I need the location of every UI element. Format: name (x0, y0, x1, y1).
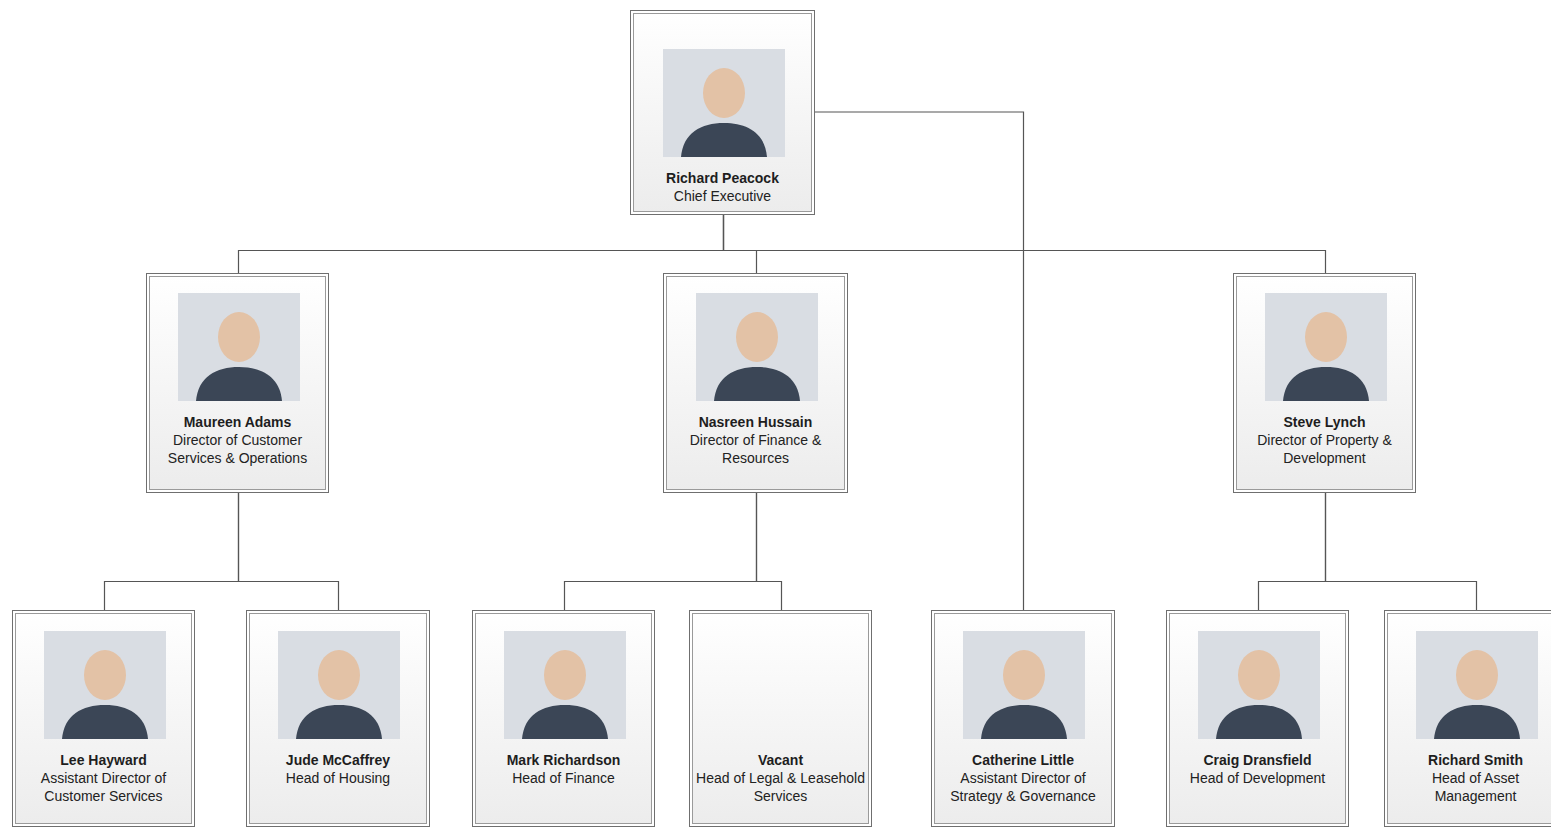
person-box: Richard PeacockChief Executive (630, 10, 815, 215)
text-group: Jude McCaffreyHead of Housing (253, 751, 423, 787)
photo-background (278, 631, 400, 739)
portrait-photo (1265, 293, 1387, 401)
photo-shoulders (62, 705, 148, 739)
text-group: Nasreen HussainDirector of Finance & Res… (670, 413, 841, 467)
portrait-photo (663, 49, 785, 157)
photo-background (178, 293, 300, 401)
photo-head (703, 68, 745, 118)
person-name: Steve Lynch (1240, 413, 1409, 431)
photo-background (1416, 631, 1538, 739)
photo-background (1198, 631, 1320, 739)
photo-head (1003, 650, 1045, 700)
reporting-line (1259, 493, 1326, 610)
text-group: Mark RichardsonHead of Finance (479, 751, 648, 787)
person-name: Vacant (696, 751, 865, 769)
photo-head (318, 650, 360, 700)
portrait-photo (1416, 631, 1538, 739)
photo-shoulders (714, 367, 800, 401)
person-box: Lee HaywardAssistant Director of Custome… (12, 610, 195, 827)
photo-background (696, 293, 818, 401)
photo-shoulders (1216, 705, 1302, 739)
photo-shoulders (296, 705, 382, 739)
portrait-photo (44, 631, 166, 739)
person-name: Richard Peacock (637, 169, 808, 187)
portrait-photo (278, 631, 400, 739)
photo-background (44, 631, 166, 739)
portrait-photo (963, 631, 1085, 739)
text-group: Lee HaywardAssistant Director of Custome… (19, 751, 188, 805)
person-box: Nasreen HussainDirector of Finance & Res… (663, 273, 848, 493)
text-group: Steve LynchDirector of Property & Develo… (1240, 413, 1409, 467)
person-box: Mark RichardsonHead of Finance (472, 610, 655, 827)
person-box: Steve LynchDirector of Property & Develo… (1233, 273, 1416, 493)
person-name: Craig Dransfield (1173, 751, 1342, 769)
portrait-photo (1198, 631, 1320, 739)
portrait-photo (504, 631, 626, 739)
photo-head (218, 312, 260, 362)
reporting-line (565, 493, 757, 610)
job-title: Director of Finance & Resources (670, 431, 841, 467)
text-group: Maureen AdamsDirector of Customer Servic… (153, 413, 322, 467)
person-box: Richard SmithHead of Asset Management (1384, 610, 1551, 827)
person-name: Lee Hayward (19, 751, 188, 769)
job-title: Chief Executive (637, 187, 808, 205)
person-name: Catherine Little (938, 751, 1108, 769)
photo-shoulders (196, 367, 282, 401)
job-title: Director of Property & Development (1240, 431, 1409, 467)
job-title: Director of Customer Services & Operatio… (153, 431, 322, 467)
photo-head (736, 312, 778, 362)
reporting-line (1326, 493, 1477, 610)
photo-shoulders (522, 705, 608, 739)
photo-background (663, 49, 785, 157)
text-group: Catherine LittleAssistant Director of St… (938, 751, 1108, 805)
reporting-line (105, 493, 239, 610)
job-title: Assistant Director of Customer Services (19, 769, 188, 805)
reporting-line (724, 215, 1326, 273)
person-box: Jude McCaffreyHead of Housing (246, 610, 430, 827)
reporting-line (724, 215, 757, 273)
person-box: VacantHead of Legal & Leasehold Services (689, 610, 872, 827)
text-group: VacantHead of Legal & Leasehold Services (696, 751, 865, 805)
portrait-photo (696, 293, 818, 401)
text-group: Richard SmithHead of Asset Management (1391, 751, 1551, 805)
photo-head (1305, 312, 1347, 362)
person-name: Maureen Adams (153, 413, 322, 431)
job-title: Head of Asset Management (1391, 769, 1551, 805)
text-group: Craig DransfieldHead of Development (1173, 751, 1342, 787)
person-box: Catherine LittleAssistant Director of St… (931, 610, 1115, 827)
photo-background (1265, 293, 1387, 401)
person-name: Richard Smith (1391, 751, 1551, 769)
photo-background (963, 631, 1085, 739)
reporting-line (239, 215, 724, 273)
reporting-line (757, 493, 782, 610)
person-name: Jude McCaffrey (253, 751, 423, 769)
photo-shoulders (681, 123, 767, 157)
job-title: Head of Legal & Leasehold Services (696, 769, 865, 805)
job-title: Head of Finance (479, 769, 648, 787)
job-title: Head of Development (1173, 769, 1342, 787)
reporting-line (239, 493, 339, 610)
person-box: Craig DransfieldHead of Development (1166, 610, 1349, 827)
portrait-photo (178, 293, 300, 401)
photo-shoulders (1283, 367, 1369, 401)
photo-head (84, 650, 126, 700)
photo-head (1238, 650, 1280, 700)
photo-shoulders (1434, 705, 1520, 739)
job-title: Head of Housing (253, 769, 423, 787)
job-title: Assistant Director of Strategy & Governa… (938, 769, 1108, 805)
person-name: Nasreen Hussain (670, 413, 841, 431)
person-name: Mark Richardson (479, 751, 648, 769)
text-group: Richard PeacockChief Executive (637, 169, 808, 205)
photo-head (1456, 650, 1498, 700)
person-box: Maureen AdamsDirector of Customer Servic… (146, 273, 329, 493)
photo-background (504, 631, 626, 739)
photo-head (544, 650, 586, 700)
photo-shoulders (981, 705, 1067, 739)
